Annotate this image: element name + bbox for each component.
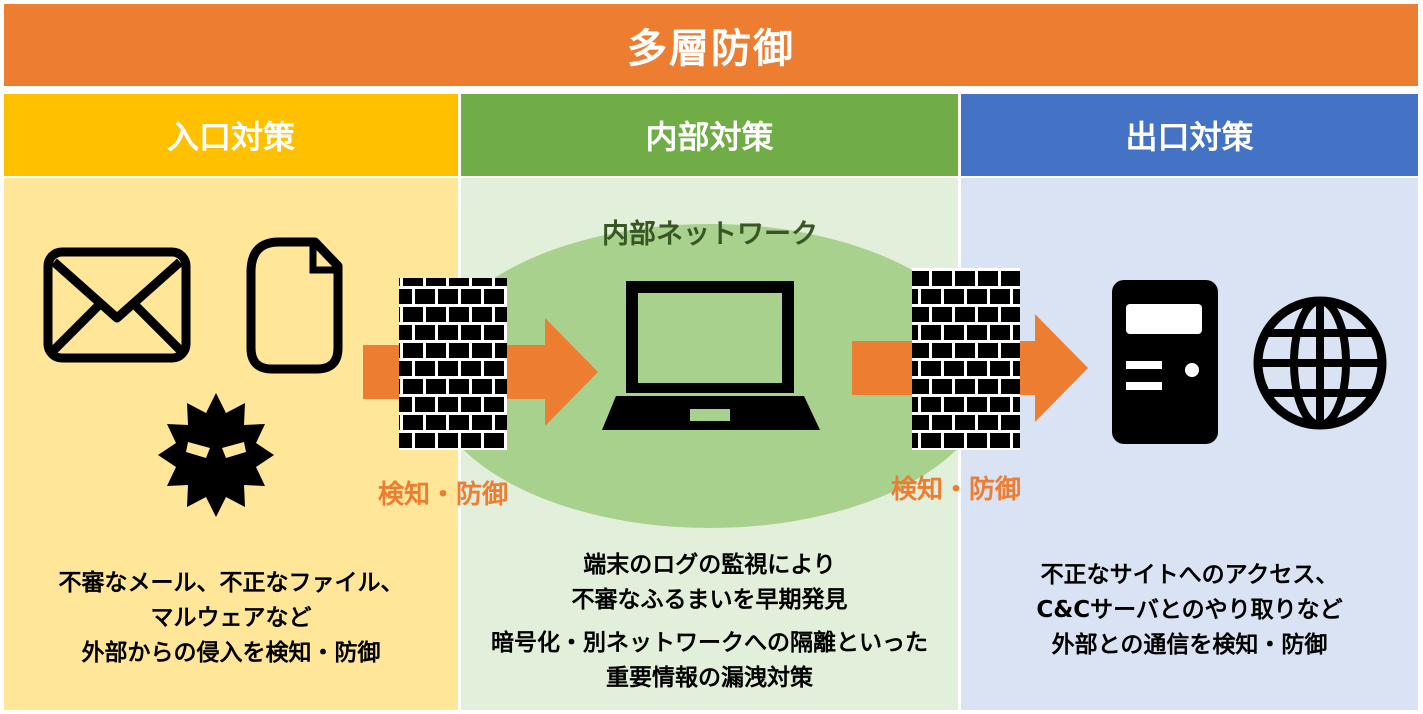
desc-line: 不審なメール、不正なファイル、 [58,570,404,596]
internal-description: 端末のログの監視により 不審なふるまいを早期発見 [461,548,958,618]
firewall-label-entrance: 検知・防御 [378,480,509,510]
desc-line: マルウェアなど [150,605,312,631]
firewall-label-exit: 検知・防御 [891,475,1022,505]
desc-line: 重要情報の漏洩対策 [606,665,813,691]
file-icon [246,237,343,374]
mail-icon [43,247,191,363]
desc-line: 外部からの侵入を検知・防御 [81,640,381,666]
entrance-header: 入口対策 [4,94,458,176]
desc-line: 暗号化・別ネットワークへの隔離といった [491,630,928,656]
globe-icon [1253,296,1387,430]
server-icon [1112,280,1218,444]
exit-header: 出口対策 [961,94,1418,176]
laptop-icon [602,281,820,430]
desc-line: 不審なふるまいを早期発見 [571,587,848,613]
internal-header: 内部対策 [461,94,958,176]
desc-line: 外部との通信を検知・防御 [1051,632,1328,658]
firewall-icon [912,268,1020,450]
network-label: 内部ネットワーク [602,219,818,250]
firewall-icon [399,278,507,450]
desc-line: C&Cサーバとのやり取りなど [1036,597,1343,623]
entrance-description: 不審なメール、不正なファイル、 マルウェアなど 外部からの侵入を検知・防御 [4,566,458,671]
internal-description-2: 暗号化・別ネットワークへの隔離といった 重要情報の漏洩対策 [461,626,958,696]
exit-description: 不正なサイトへのアクセス、 C&Cサーバとのやり取りなど 外部との通信を検知・防… [961,558,1418,663]
desc-line: 不正なサイトへのアクセス、 [1040,562,1339,588]
desc-line: 端末のログの監視により [583,552,836,578]
malware-icon [158,393,274,517]
page-title: 多層防御 [4,4,1418,86]
